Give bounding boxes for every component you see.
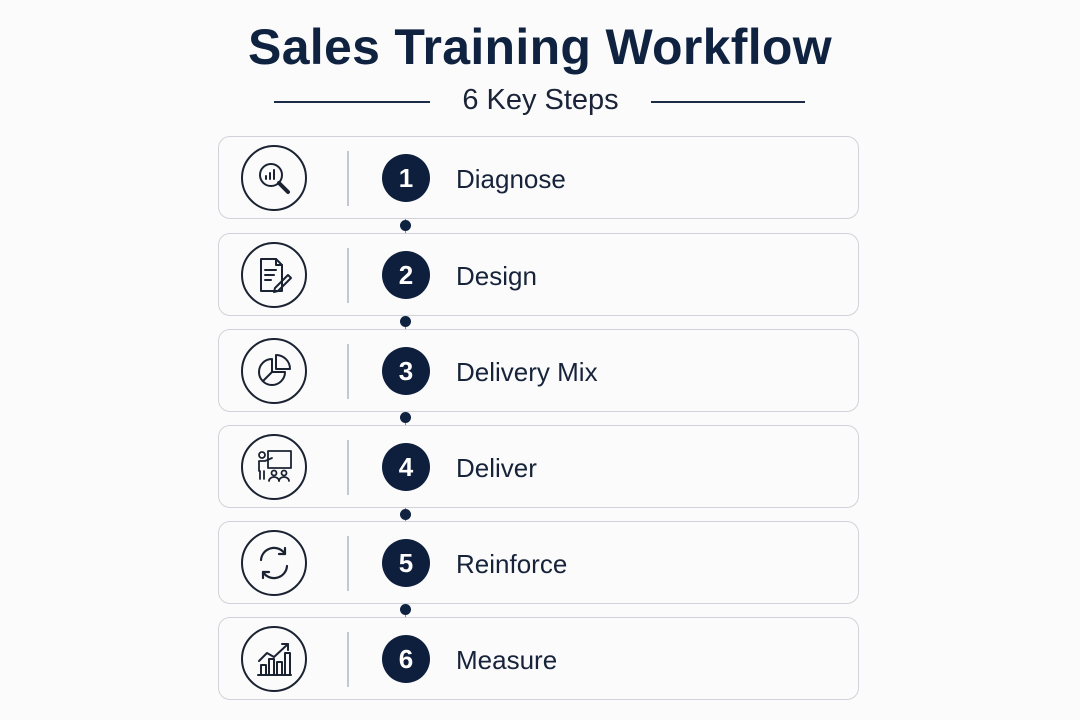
step-number: 2 bbox=[382, 251, 430, 299]
step-card-diagnose: 1 Diagnose bbox=[218, 136, 859, 219]
card-divider bbox=[347, 344, 349, 399]
document-pencil-icon bbox=[241, 242, 307, 308]
refresh-cycle-icon bbox=[241, 530, 307, 596]
card-divider bbox=[347, 632, 349, 687]
step-number: 5 bbox=[382, 539, 430, 587]
subtitle-row: 6 Key Steps bbox=[0, 84, 1080, 120]
magnifier-chart-icon bbox=[241, 145, 307, 211]
step-label: Deliver bbox=[456, 453, 537, 483]
step-label: Reinforce bbox=[456, 549, 568, 579]
presenter-audience-icon bbox=[241, 434, 307, 500]
subtitle-rule-left bbox=[274, 101, 430, 103]
connector-dot bbox=[400, 412, 411, 423]
subtitle: 6 Key Steps bbox=[462, 84, 619, 116]
page-title: Sales Training Workflow bbox=[248, 19, 832, 75]
step-number: 1 bbox=[382, 154, 430, 202]
connector-dot bbox=[400, 604, 411, 615]
step-card-design: 2 Design bbox=[218, 233, 859, 316]
step-card-delivery-mix: 3 Delivery Mix bbox=[218, 329, 859, 412]
card-divider bbox=[347, 151, 349, 206]
subtitle-rule-right bbox=[651, 101, 805, 103]
step-number: 4 bbox=[382, 443, 430, 491]
step-card-deliver: 4 Deliver bbox=[218, 425, 859, 508]
connector-dot bbox=[400, 220, 411, 231]
step-label: Delivery Mix bbox=[456, 357, 598, 387]
growth-chart-icon bbox=[241, 626, 307, 692]
step-label: Measure bbox=[456, 645, 558, 675]
connector-dot bbox=[400, 316, 411, 327]
step-label: Design bbox=[456, 261, 537, 291]
step-number: 6 bbox=[382, 635, 430, 683]
step-label: Diagnose bbox=[456, 164, 566, 194]
step-number: 3 bbox=[382, 347, 430, 395]
step-card-measure: 6 Measure bbox=[218, 617, 859, 700]
step-card-reinforce: 5 Reinforce bbox=[218, 521, 859, 604]
card-divider bbox=[347, 248, 349, 303]
card-divider bbox=[347, 440, 349, 495]
card-divider bbox=[347, 536, 349, 591]
pie-chart-icon bbox=[241, 338, 307, 404]
connector-dot bbox=[400, 509, 411, 520]
